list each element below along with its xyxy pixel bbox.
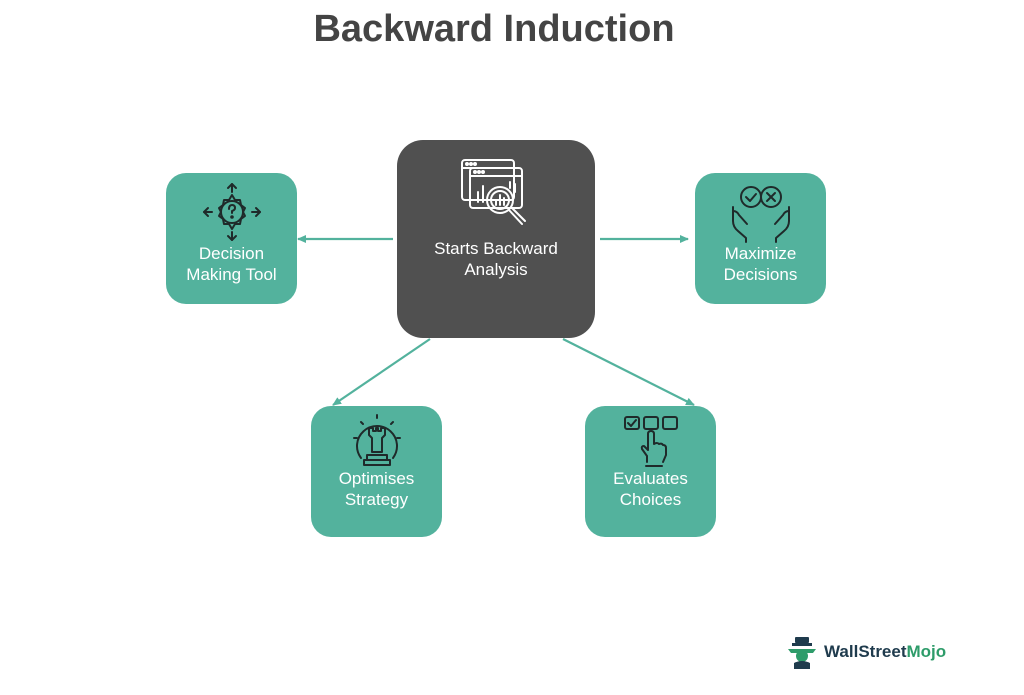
node-label-evaluates-choices: Evaluates Choices	[613, 468, 688, 510]
hand-pointer-choices-icon	[623, 416, 678, 467]
node-evaluates-choices: Evaluates Choices	[585, 406, 716, 537]
node-label-line2: Making Tool	[186, 265, 277, 284]
brand-logo: WallStreetMojo	[786, 634, 946, 670]
brand-name-part1: WallStreet	[824, 642, 907, 661]
node-label-line2: Strategy	[344, 490, 409, 509]
node-maximize-decisions: Maximize Decisions	[695, 173, 826, 304]
node-decision-making-tool: Decision Making Tool	[166, 173, 297, 304]
center-label-line2: Analysis	[464, 260, 528, 279]
wallstreetmojo-logo-icon	[788, 637, 816, 669]
magnifier-analysis-icon	[461, 159, 526, 225]
node-label-maximize-decisions: Maximize Decisions	[724, 243, 798, 285]
brand-name-part2: Mojo	[906, 642, 947, 661]
gear-chess-rook-icon	[352, 414, 401, 466]
hands-check-cross-icon	[731, 186, 790, 243]
center-node-label: Starts Backward Analysis	[434, 238, 558, 280]
arrow-to-evaluates-choices	[562, 338, 695, 406]
node-label-line1: Evaluates	[613, 469, 688, 488]
node-label-optimises-strategy: Optimises Strategy	[339, 468, 415, 510]
arrow-to-optimises-strategy	[332, 338, 431, 406]
gear-question-arrows-icon	[202, 183, 261, 241]
node-optimises-strategy: Optimises Strategy	[311, 406, 442, 537]
node-label-line2: Choices	[619, 490, 682, 509]
node-label-line2: Decisions	[723, 265, 798, 284]
node-label-line1: Maximize	[724, 244, 797, 263]
node-label-decision-making-tool: Decision Making Tool	[186, 243, 276, 285]
node-label-line1: Decision	[198, 244, 265, 263]
diagram-title: Backward Induction	[313, 8, 675, 50]
center-node-starts-backward-analysis: Starts Backward Analysis	[397, 140, 595, 338]
node-label-line1: Optimises	[338, 469, 415, 488]
center-label-line1: Starts Backward	[434, 239, 558, 258]
brand-name: WallStreetMojo	[824, 642, 946, 662]
